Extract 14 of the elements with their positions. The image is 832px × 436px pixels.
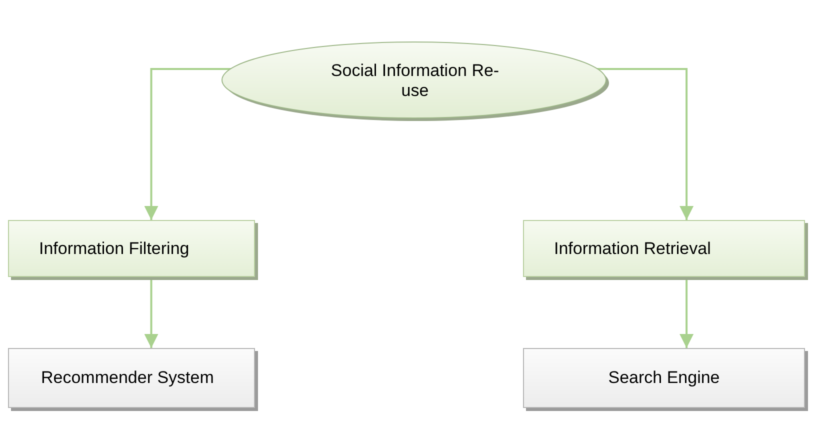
node-label: Recommender System: [41, 368, 214, 388]
process-box: [8, 220, 255, 277]
process-box: [523, 348, 805, 408]
node-label: Social Information Re-use: [330, 61, 500, 101]
ellipse-node: [220, 40, 610, 122]
arrow: [144, 68, 232, 220]
process-box: [523, 220, 805, 277]
node-label: Search Engine: [608, 368, 720, 388]
arrow: [680, 280, 694, 348]
arrow: [596, 68, 694, 220]
process-box: [8, 348, 255, 408]
node-label: Information Filtering: [39, 238, 190, 258]
node-label: Information Retrieval: [554, 238, 711, 258]
arrow: [144, 280, 158, 348]
